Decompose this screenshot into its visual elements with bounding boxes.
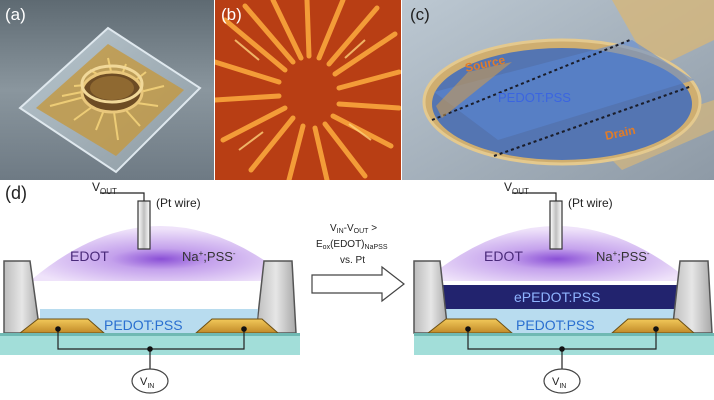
condition-arrow — [311, 265, 405, 303]
arrow-condition-line1: VIN-VOUT > — [330, 223, 377, 235]
right-epedot-label: ePEDOT:PSS — [514, 289, 600, 305]
right-vin-label: VIN — [552, 376, 566, 390]
left-vin-label: VIN — [140, 376, 154, 390]
right-schematic — [413, 192, 714, 394]
left-schematic — [0, 192, 300, 394]
panel-a-label: (a) — [5, 5, 26, 24]
right-pt-wire — [549, 200, 563, 250]
right-pt-wire-label: (Pt wire) — [568, 196, 613, 210]
left-film-label: PEDOT:PSS — [104, 317, 183, 333]
right-film-label: PEDOT:PSS — [516, 317, 595, 333]
panel-c-sem-image: Source PEDOT:PSS Drain (c) — [402, 0, 714, 180]
right-vin-node — [543, 368, 581, 394]
panel-a-device-photo: (a) — [0, 0, 214, 180]
panel-b-micrograph: (b) — [215, 0, 401, 180]
arrow-condition-line3: vs. Pt — [340, 255, 365, 266]
drain-label: Drain — [604, 123, 637, 143]
panel-c-label: (c) — [410, 5, 430, 24]
panel-d-schematic: VOUT (Pt wire) EDOT Na+;PSS- PEDOT:PSS V… — [0, 181, 714, 400]
left-vout-label: VOUT — [92, 181, 117, 196]
arrow-condition-line2: Eox(EDOT)NaPSS — [316, 239, 388, 251]
left-vin-node — [131, 368, 169, 394]
right-salt-label: Na+;PSS- — [596, 249, 650, 264]
right-monomer-label: EDOT — [484, 248, 523, 264]
left-monomer-label: EDOT — [70, 248, 109, 264]
film-label-c: PEDOT:PSS — [498, 90, 571, 105]
panel-b-label: (b) — [221, 5, 242, 24]
left-salt-label: Na+;PSS- — [182, 249, 236, 264]
left-pt-wire — [137, 200, 151, 250]
left-pt-wire-label: (Pt wire) — [156, 196, 201, 210]
panel-d-label: (d) — [5, 183, 27, 203]
right-vout-label: VOUT — [504, 181, 529, 196]
